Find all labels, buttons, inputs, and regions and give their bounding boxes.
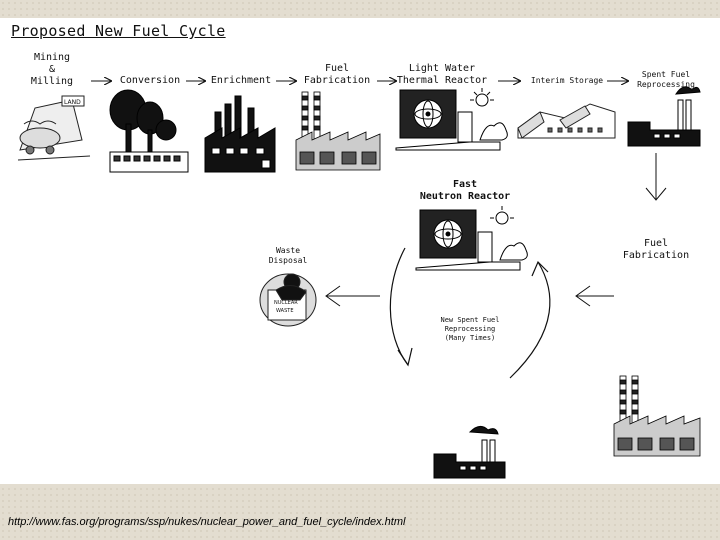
label-fast-neutron-reactor: Fast Neutron Reactor xyxy=(419,179,511,202)
arrow-left-to-reactor-loop xyxy=(575,285,614,307)
label-fuel-fabrication: Fuel Fabrication xyxy=(303,63,371,86)
enrichment-icon xyxy=(204,95,276,173)
fuel-fabrication-icon-2 xyxy=(613,375,701,457)
diagram-title: Proposed New Fuel Cycle xyxy=(11,22,226,40)
label-enrichment: Enrichment xyxy=(210,75,272,86)
label-waste-disposal: Waste Disposal xyxy=(268,246,308,265)
label-fuel-fabrication-2: Fuel Fabrication xyxy=(622,238,690,261)
interim-storage-icon xyxy=(517,103,616,139)
arrow-left-to-waste xyxy=(325,285,380,307)
mining-icon xyxy=(17,95,91,161)
fuel-fabrication-icon xyxy=(295,91,381,171)
arrow-down-to-fabrication xyxy=(645,153,667,201)
label-light-water-reactor: Light Water Thermal Reactor xyxy=(396,63,488,86)
reprocessing-loop xyxy=(389,247,551,379)
label-conversion: Conversion xyxy=(119,75,181,86)
waste-disposal-icon xyxy=(259,273,317,327)
spent-fuel-reprocessing-icon xyxy=(627,86,701,147)
mine-sign-text: LAND xyxy=(64,99,81,106)
fast-reactor-icon xyxy=(415,206,528,271)
conversion-icon xyxy=(109,89,189,173)
label-mining-milling: Mining & Milling xyxy=(30,52,74,87)
lwr-reactor-icon xyxy=(395,88,508,151)
new-reprocessing-plant-icon xyxy=(433,426,506,479)
label-spent-fuel-reprocessing: Spent Fuel Reprocessing xyxy=(637,70,695,89)
waste-sign-line-1: NUCLEAR xyxy=(274,300,298,306)
source-url[interactable]: http://www.fas.org/programs/ssp/nukes/nu… xyxy=(8,516,406,528)
label-interim-storage: Interim Storage xyxy=(530,76,604,85)
waste-sign-line-2: WASTE xyxy=(276,308,293,314)
label-new-reprocessing: New Spent Fuel Reprocessing (Many Times) xyxy=(440,316,500,342)
